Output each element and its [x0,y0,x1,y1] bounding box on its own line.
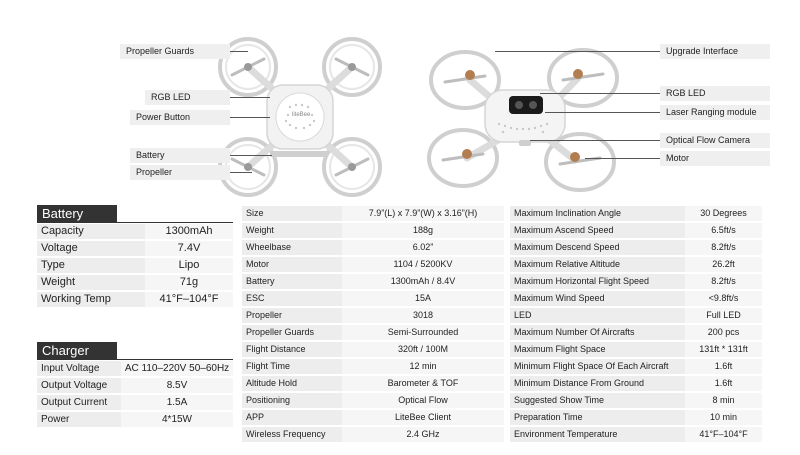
drone-logo-text: liteBee [292,112,311,118]
callout-line [230,117,270,118]
table-row: Maximum Wind Speed<9.8ft/s [510,291,762,306]
callout-propeller-guards: Propeller Guards [120,44,230,59]
callout-line [230,172,252,173]
callout-line [230,97,270,98]
callout-line [540,93,660,94]
callout-line [585,158,660,159]
callout-optical-flow-camera: Optical Flow Camera [660,133,770,148]
callout-propeller: Propeller [130,165,230,180]
callout-rgb-led-left: RGB LED [145,90,230,105]
drone-perspective-view-image [427,48,619,192]
callout-power-button: Power Button [130,110,230,125]
callout-line [230,51,248,52]
callout-line [545,112,660,113]
drone-top-view-image [218,37,382,197]
divider [37,222,233,223]
callout-laser-ranging-module: Laser Ranging module [660,105,770,120]
callout-rgb-led-right: RGB LED [660,86,770,101]
callout-motor: Motor [660,151,770,166]
callout-upgrade-interface: Upgrade Interface [660,44,770,59]
callout-line [230,155,272,156]
divider [37,359,233,360]
callout-line [495,51,660,52]
battery-title: Battery [37,205,117,222]
callout-battery: Battery [130,148,230,163]
charger-title: Charger [37,342,117,359]
callout-line [530,140,660,141]
